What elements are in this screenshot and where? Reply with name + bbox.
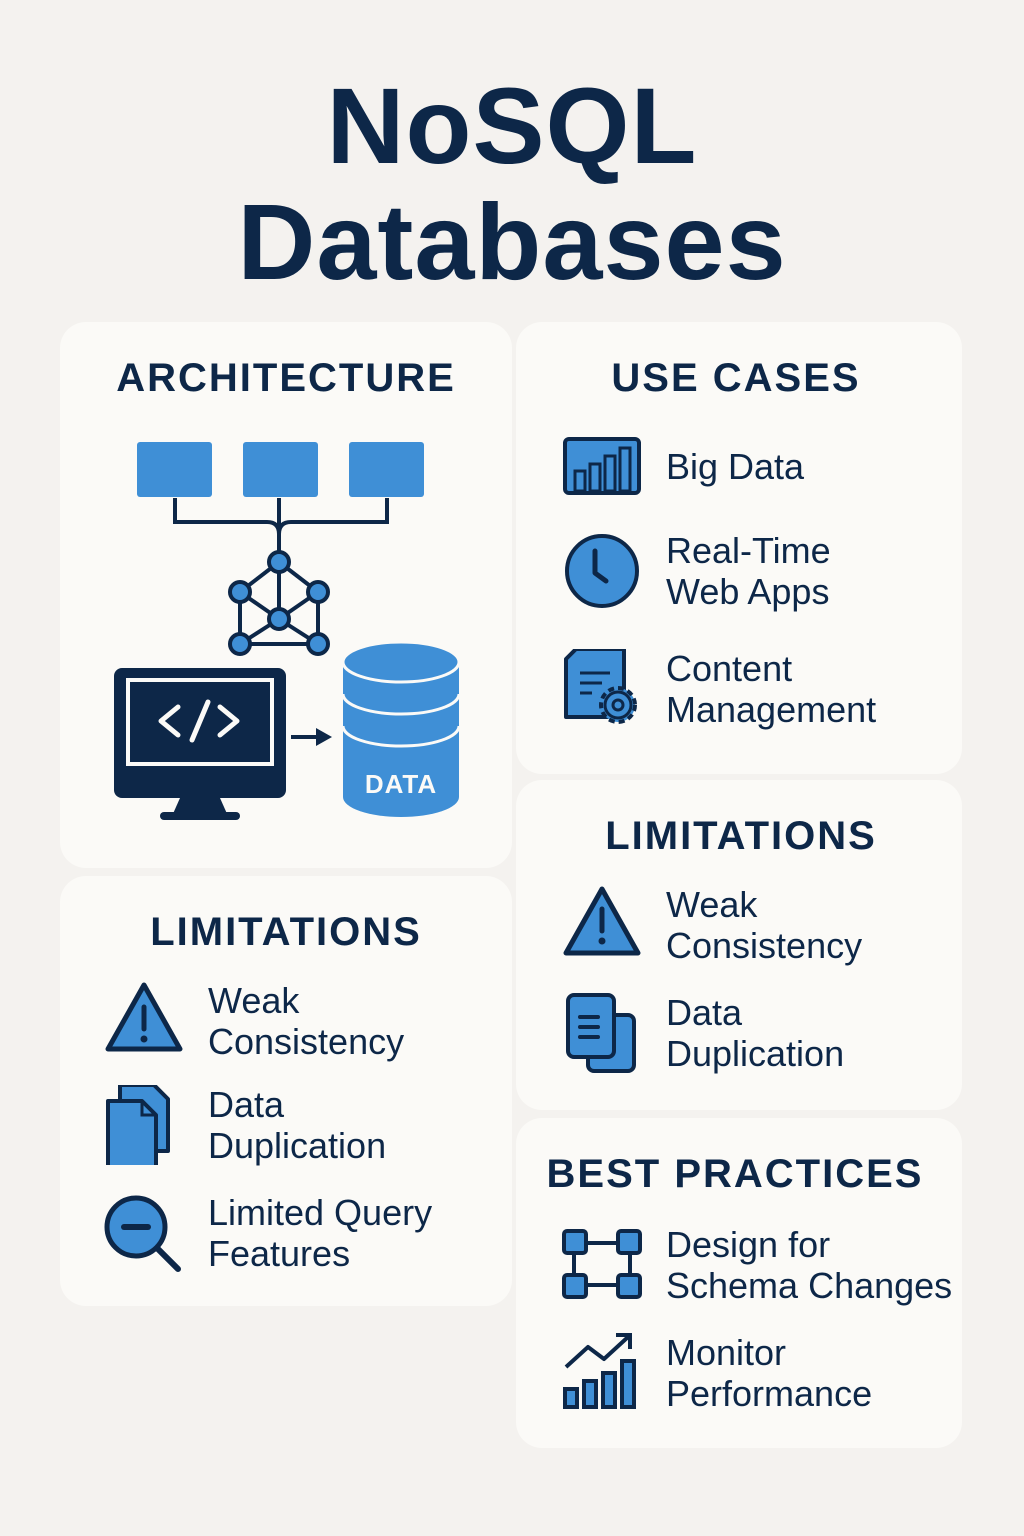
duplicate-docs-icon — [566, 993, 636, 1073]
best-practices-heading: BEST PRACTICES — [546, 1152, 924, 1196]
limitations-left-card: LIMITATIONS Weak Consistency Data Duplic… — [60, 876, 512, 1306]
bar-chart-icon — [563, 437, 641, 495]
clock-icon — [565, 534, 639, 608]
use-case-item: Big Data — [562, 426, 804, 506]
limitations-right-card: LIMITATIONS Weak Consistency Data Duplic… — [516, 780, 962, 1110]
document-gear-icon — [564, 649, 637, 724]
architecture-card: ARCHITECTURE — [60, 322, 512, 868]
best-practice-item: Design for Schema Changes — [562, 1224, 952, 1306]
limitation-label: Data Duplication — [666, 992, 845, 1074]
architecture-diagram — [114, 442, 461, 820]
warning-icon — [563, 886, 641, 956]
zoom-out-icon — [104, 1195, 181, 1272]
graph-network-icon — [228, 550, 330, 656]
page-title-line-1: NoSQL — [326, 65, 698, 186]
limitation-item: Limited Query Features — [104, 1192, 432, 1274]
limitation-item: Weak Consistency — [104, 980, 404, 1062]
use-case-item: Real-Time Web Apps — [562, 530, 831, 612]
limitation-label: Data Duplication — [208, 1084, 387, 1166]
use-cases-card: USE CASES Big Data Real-Time Web Apps — [516, 322, 962, 774]
limitation-item: Data Duplication — [562, 992, 844, 1074]
use-case-label: Real-Time Web Apps — [666, 530, 831, 612]
code-monitor-icon — [114, 668, 286, 820]
best-practice-item: Monitor Performance — [562, 1332, 872, 1414]
use-case-item: Content Management — [562, 648, 876, 730]
limitation-item: Data Duplication — [104, 1084, 386, 1166]
limitations-heading: LIMITATIONS — [150, 910, 422, 954]
limitation-label: Weak Consistency — [666, 884, 863, 966]
database-icon — [341, 640, 461, 817]
use-case-label: Big Data — [666, 445, 805, 487]
use-cases-heading: USE CASES — [611, 356, 861, 400]
best-practice-label: Design for Schema Changes — [666, 1224, 953, 1306]
warning-icon — [105, 982, 183, 1052]
architecture-heading: ARCHITECTURE — [116, 356, 456, 400]
limitation-item: Weak Consistency — [562, 884, 862, 966]
best-practices-card: BEST PRACTICES Design for Schema Changes… — [516, 1118, 962, 1448]
limitations-heading: LIMITATIONS — [605, 814, 877, 858]
best-practice-label: Monitor Performance — [666, 1332, 873, 1414]
use-case-label: Content Management — [666, 648, 877, 730]
schema-nodes-icon — [562, 1229, 642, 1299]
trend-chart-icon — [563, 1333, 636, 1409]
arrow-right-icon — [291, 728, 332, 746]
page-title-line-2: Databases — [237, 181, 787, 302]
service-blocks-icon — [137, 442, 424, 497]
limitation-label: Limited Query Features — [208, 1192, 433, 1274]
duplicate-files-icon — [106, 1085, 170, 1165]
limitation-label: Weak Consistency — [208, 980, 405, 1062]
database-label: DATA — [364, 769, 438, 799]
